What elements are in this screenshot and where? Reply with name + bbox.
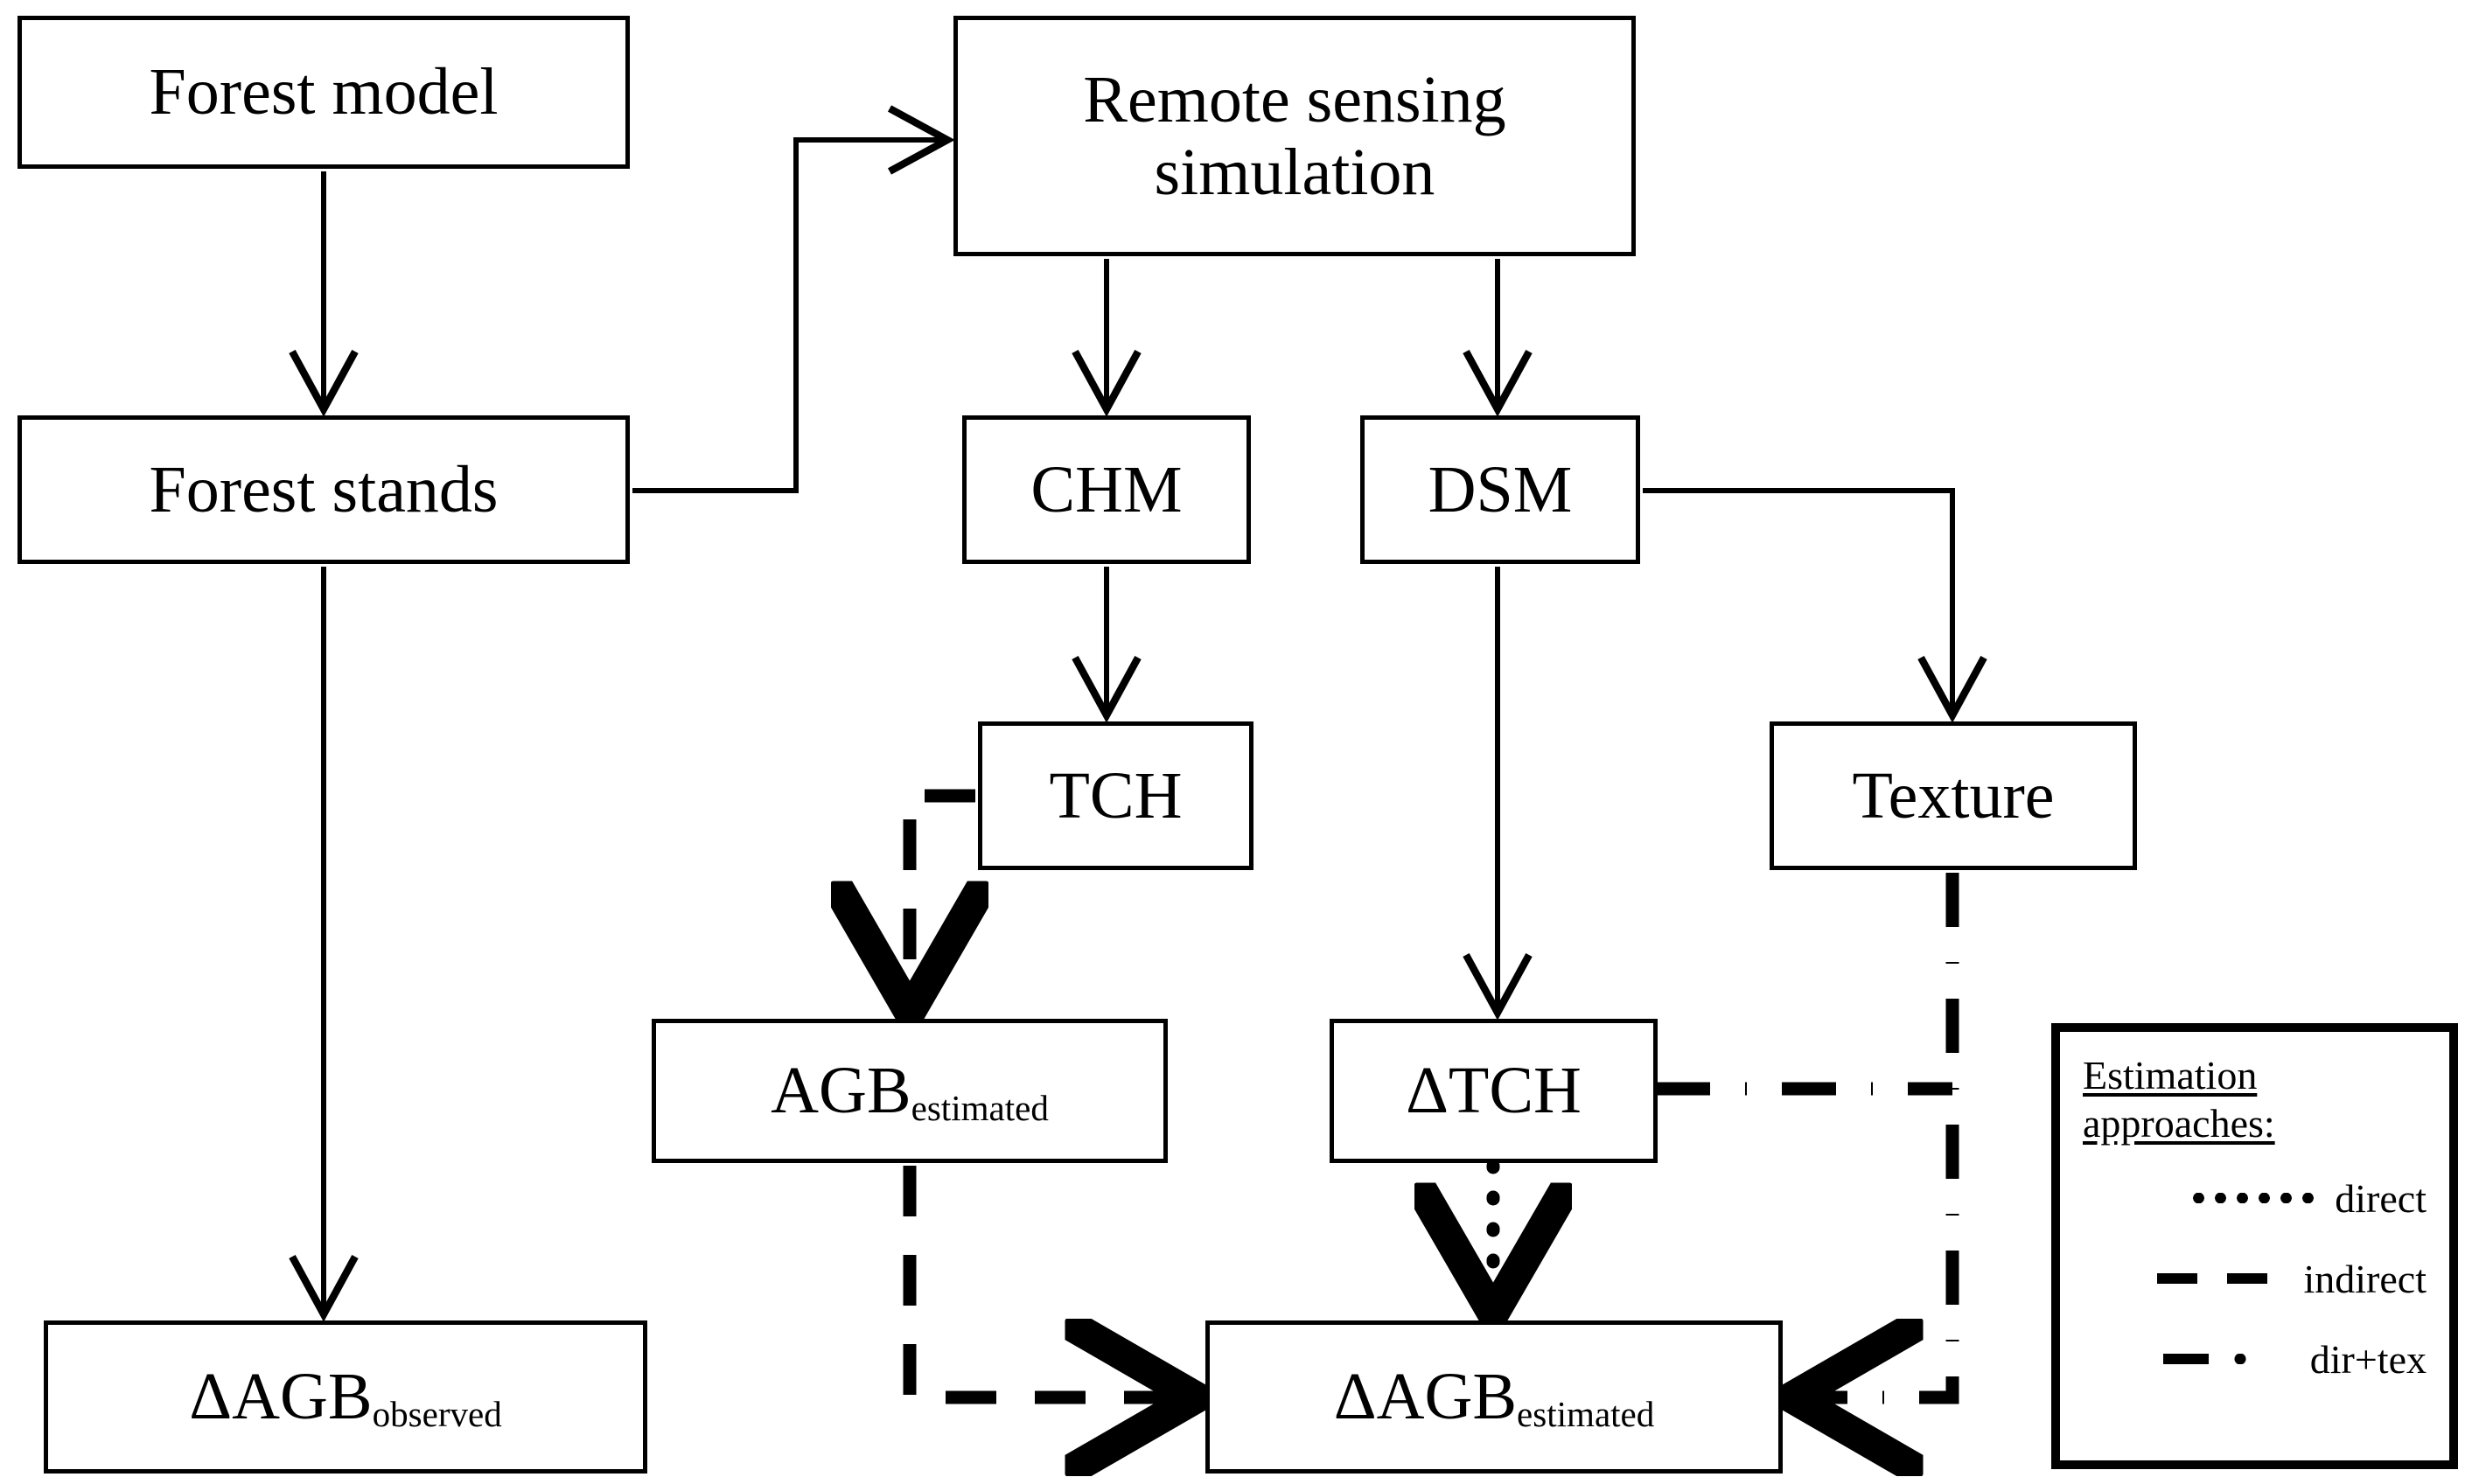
dashed-line-icon (2156, 1273, 2288, 1285)
node-texture-label: Texture (1852, 758, 2055, 833)
edge-forest-stands-to-remote-sensing (632, 105, 955, 493)
legend-entry-direct: direct (2083, 1158, 2427, 1238)
node-delta-tch-label: ΔTCH (1406, 1054, 1582, 1128)
node-delta-agb-observed[interactable]: ΔAGBobserved (44, 1320, 647, 1474)
dotted-line-icon (2188, 1193, 2320, 1204)
node-agb-estimated[interactable]: AGBestimated (652, 1019, 1168, 1163)
node-dsm-label: DSM (1428, 452, 1573, 526)
node-delta-agb-observed-subscript: observed (372, 1393, 502, 1434)
legend-entry-direct-label: direct (2335, 1175, 2427, 1221)
node-remote-sensing-simulation-label: Remote sensing simulation (1083, 63, 1506, 209)
legend-entry-dir-tex: dir+tex (2083, 1319, 2427, 1399)
edge-dsm-to-texture (1643, 488, 1987, 723)
node-tch[interactable]: TCH (978, 721, 1253, 870)
node-forest-stands-label: Forest stands (149, 452, 499, 526)
node-agb-estimated-subscript: estimated (911, 1087, 1049, 1128)
node-delta-agb-observed-label: ΔAGBobserved (189, 1360, 502, 1434)
node-chm[interactable]: CHM (962, 415, 1251, 564)
node-forest-model[interactable]: Forest model (17, 16, 630, 169)
node-delta-tch[interactable]: ΔTCH (1330, 1019, 1658, 1163)
node-agb-estimated-label: AGBestimated (771, 1054, 1049, 1128)
legend-box: Estimation approaches: direct indirect d… (2051, 1023, 2458, 1469)
node-chm-label: CHM (1030, 452, 1183, 526)
node-forest-stands[interactable]: Forest stands (17, 415, 630, 564)
legend-entry-indirect: indirect (2083, 1238, 2427, 1319)
dash-dot-line-icon (2162, 1354, 2294, 1365)
edge-texture-delta-tch-to-delta-agb-estimated (1798, 873, 1959, 1397)
edge-agb-estimated-to-delta-agb-estimated (903, 1166, 1190, 1397)
node-remote-sensing-simulation[interactable]: Remote sensing simulation (953, 16, 1636, 256)
edge-tch-to-agb-estimated (910, 789, 975, 1006)
node-delta-agb-estimated-subscript: estimated (1517, 1393, 1655, 1434)
node-delta-agb-estimated-label: ΔAGBestimated (1333, 1360, 1655, 1434)
node-dsm[interactable]: DSM (1360, 415, 1640, 564)
node-delta-agb-estimated[interactable]: ΔAGBestimated (1205, 1320, 1783, 1474)
node-texture[interactable]: Texture (1770, 721, 2137, 870)
legend-title: Estimation approaches: (2083, 1053, 2275, 1146)
legend-entry-indirect-label: indirect (2303, 1256, 2427, 1301)
node-forest-model-label: Forest model (149, 55, 499, 129)
node-tch-label: TCH (1049, 758, 1183, 833)
legend-entry-dir-tex-label: dir+tex (2309, 1336, 2427, 1382)
